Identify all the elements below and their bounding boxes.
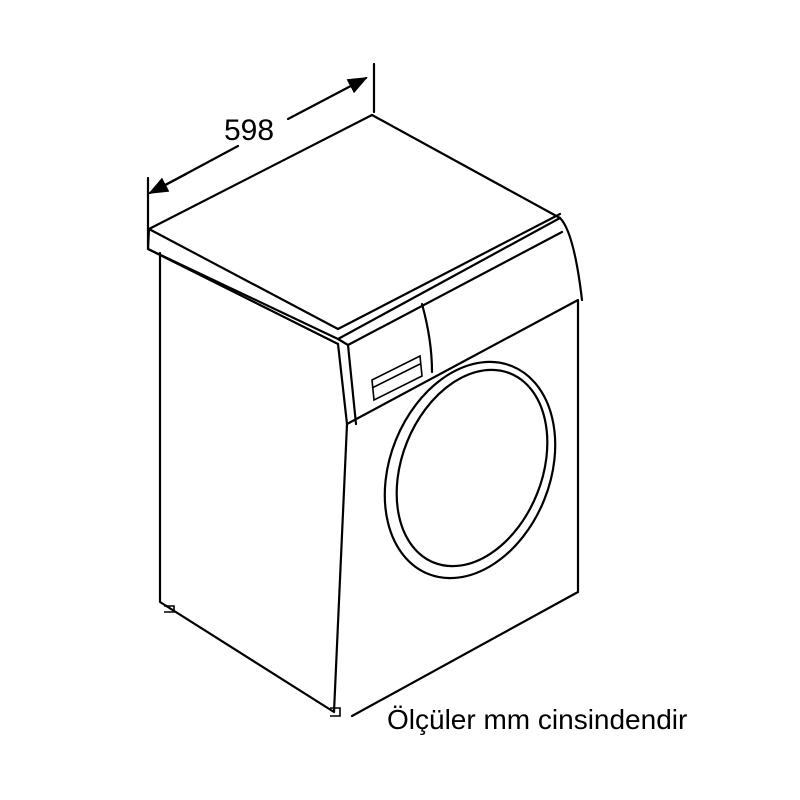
top-front-edge [147, 212, 562, 331]
width-dimension-label: 598 [224, 114, 275, 147]
control-panel-front [346, 343, 358, 426]
units-caption: Ölçüler mm cinsindendir [387, 704, 688, 735]
arrow-head-left [148, 172, 188, 195]
cabinet-front [345, 298, 580, 718]
foot-left [164, 605, 175, 613]
front-right-curve [558, 216, 584, 302]
drawer-divider [420, 302, 434, 374]
foot-front [330, 707, 341, 717]
control-panel-top [336, 230, 564, 347]
top-panel [146, 113, 562, 341]
detergent-drawer-handle [371, 354, 423, 402]
cabinet-left-side [158, 251, 349, 714]
door-inner-ring [395, 368, 549, 568]
top-left-side [146, 227, 340, 346]
door-outer-ring [383, 360, 557, 580]
dimension-arrow-right [286, 76, 368, 121]
